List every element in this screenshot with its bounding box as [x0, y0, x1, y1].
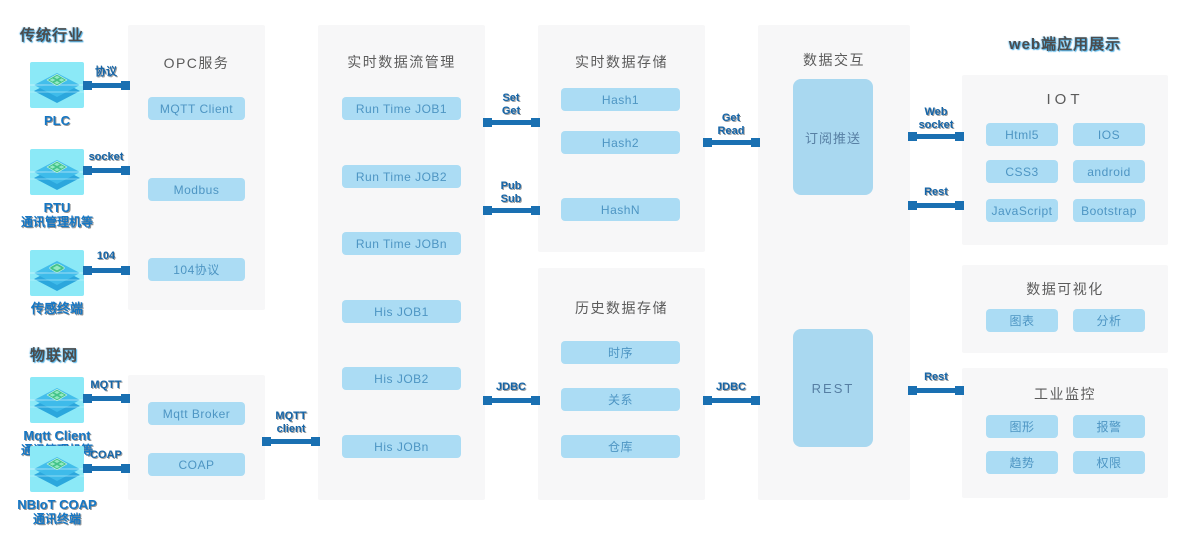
protocol-104-pill: 104协议 [148, 258, 245, 281]
connector-mqtt[interactable] [83, 394, 130, 403]
connector-mqtt-label: MQTT [90, 379, 122, 391]
panel-web-iot: IOT Html5 IOS CSS3 android JavaScript Bo… [962, 75, 1168, 245]
trend-pill: 趋势 [986, 451, 1058, 474]
device-sub: 通讯管理机等 [20, 215, 93, 229]
section-title-web: web端应用展示 [1008, 36, 1122, 53]
connector-get-read[interactable] [703, 138, 760, 147]
device-name: PLC [44, 113, 70, 128]
panel-history-storage: 历史数据存储 时序 关系 仓库 [538, 268, 705, 500]
modbus-pill: Modbus [148, 178, 245, 201]
connector-coap-label: COAP [90, 449, 122, 461]
panel-title: IOT [1046, 91, 1084, 108]
section-title-traditional: 传统行业 [20, 27, 85, 44]
bootstrap-pill: Bootstrap [1073, 199, 1145, 222]
device-name: NBIoT COAP [17, 497, 97, 512]
html5-pill: Html5 [986, 123, 1058, 146]
connector-104[interactable] [83, 266, 130, 275]
panel-stream-management: 实时数据流管理 Run Time JOB1 Run Time JOB2 Run … [318, 25, 485, 500]
connector-websocket[interactable] [908, 132, 964, 141]
panel-data-interaction: 数据交互 订阅推送 REST [758, 25, 910, 500]
connector-jdbc-left-label: JDBC [496, 381, 526, 393]
connector-protocol[interactable] [83, 81, 130, 90]
his-job1-pill: His JOB1 [342, 300, 461, 323]
relational-pill: 关系 [561, 388, 680, 411]
panel-title: OPC服务 [163, 55, 230, 71]
mqtt-client-pill: MQTT Client [148, 97, 245, 120]
rest-box: REST [793, 329, 873, 447]
chip-icon [30, 377, 84, 423]
chart-pill: 图表 [986, 309, 1058, 332]
permission-pill: 权限 [1073, 451, 1145, 474]
device-name: RTU [43, 200, 71, 215]
hash1-pill: Hash1 [561, 88, 680, 111]
warehouse-pill: 仓库 [561, 435, 680, 458]
chip-icon [30, 149, 84, 195]
hash2-pill: Hash2 [561, 131, 680, 154]
panel-title: 历史数据存储 [575, 300, 668, 316]
coap-pill: COAP [148, 453, 245, 476]
connector-protocol-label: 协议 [95, 66, 117, 78]
chip-icon [30, 62, 84, 108]
panel-iot-gateway: Mqtt Broker COAP [128, 375, 265, 500]
connector-socket-label: socket [88, 151, 124, 163]
android-pill: android [1073, 160, 1145, 183]
alarm-pill: 报警 [1073, 415, 1145, 438]
hashn-pill: HashN [561, 198, 680, 221]
connector-set-get[interactable] [483, 118, 540, 127]
panel-opc-service: OPC服务 MQTT Client Modbus 104协议 [128, 25, 265, 310]
connector-socket[interactable] [83, 166, 130, 175]
device-nbiot-coap: NBIoT COAP 通讯终端 [2, 446, 112, 527]
connector-rest-top[interactable] [908, 201, 964, 210]
css3-pill: CSS3 [986, 160, 1058, 183]
panel-visualization: 数据可视化 图表 分析 [962, 265, 1168, 353]
subscribe-push-box: 订阅推送 [793, 79, 873, 195]
chip-icon [30, 446, 84, 492]
runtime-job2-pill: Run Time JOB2 [342, 165, 461, 188]
chip-icon [30, 250, 84, 296]
panel-realtime-storage: 实时数据存储 Hash1 Hash2 HashN [538, 25, 705, 252]
device-name: Mqtt Client [23, 428, 91, 443]
ios-pill: IOS [1073, 123, 1145, 146]
device-name: 传感终端 [30, 301, 83, 316]
connector-jdbc-left[interactable] [483, 396, 540, 405]
runtime-jobn-pill: Run Time JOBn [342, 232, 461, 255]
connector-rest-bottom-label: Rest [924, 371, 948, 383]
panel-title: 数据交互 [803, 52, 865, 68]
runtime-job1-pill: Run Time JOB1 [342, 97, 461, 120]
connector-mqtt-client[interactable] [262, 437, 320, 446]
panel-title: 实时数据存储 [575, 54, 668, 70]
panel-title: 工业监控 [1034, 386, 1096, 402]
device-sensor-terminal: 传感终端 [2, 250, 112, 316]
connector-jdbc-right[interactable] [703, 396, 760, 405]
panel-title: 数据可视化 [1026, 281, 1104, 297]
device-rtu: RTU 通讯管理机等 [2, 149, 112, 230]
panel-industrial-monitor: 工业监控 图形 报警 趋势 权限 [962, 368, 1168, 498]
his-jobn-pill: His JOBn [342, 435, 461, 458]
device-sub: 通讯终端 [32, 512, 81, 526]
connector-pub-sub[interactable] [483, 206, 540, 215]
graphics-pill: 图形 [986, 415, 1058, 438]
timeseries-pill: 时序 [561, 341, 680, 364]
analysis-pill: 分析 [1073, 309, 1145, 332]
connector-rest-bottom[interactable] [908, 386, 964, 395]
connector-104-label: 104 [96, 250, 116, 262]
his-job2-pill: His JOB2 [342, 367, 461, 390]
javascript-pill: JavaScript [986, 199, 1058, 222]
section-title-iot: 物联网 [30, 347, 79, 364]
device-plc: PLC [2, 62, 112, 128]
mqtt-broker-pill: Mqtt Broker [148, 402, 245, 425]
connector-coap[interactable] [83, 464, 130, 473]
connector-rest-top-label: Rest [924, 186, 948, 198]
connector-jdbc-right-label: JDBC [716, 381, 746, 393]
panel-title: 实时数据流管理 [347, 54, 456, 70]
